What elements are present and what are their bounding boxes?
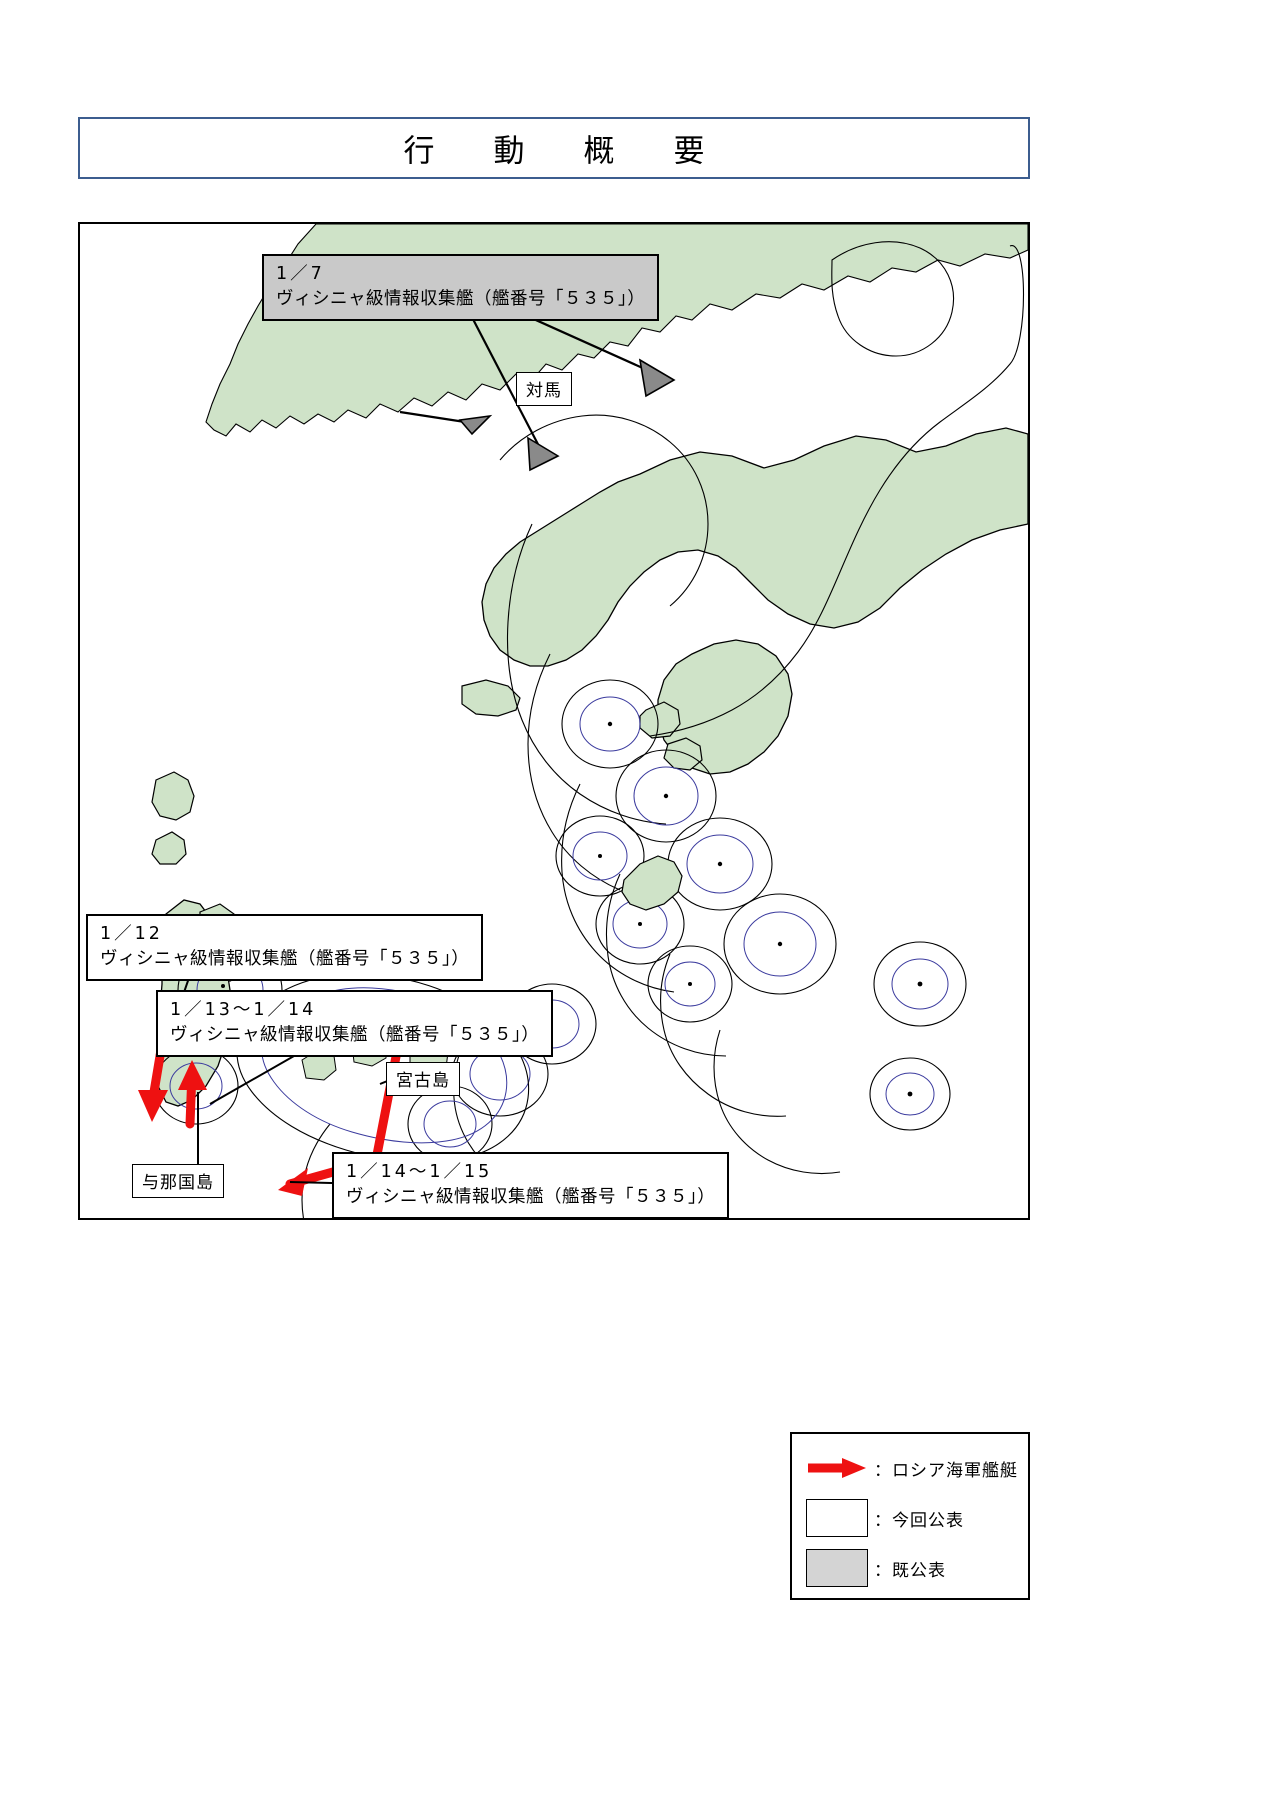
red-arrow-icon [806,1449,868,1487]
legend-label-russian-navy: ：ロシア海軍艦艇 [874,1460,1018,1481]
place-miyakojima: 宮古島 [386,1062,460,1096]
page-title: 行 動 概 要 [403,133,719,170]
map-panel: 1／7 ヴィシニャ級情報収集艦（艦番号「５３５」） 対馬 1／12 ヴィシニャ級… [78,222,1030,1220]
callout-jan13-14-date: 1／13〜1／14 [170,1000,317,1020]
callout-jan7: 1／7 ヴィシニャ級情報収集艦（艦番号「５３５」） [262,254,660,321]
okinawa-island [621,855,683,911]
legend-label-previous: ：既公表 [874,1560,946,1581]
legend-row-russian-navy: ：ロシア海軍艦艇 [806,1446,1020,1490]
place-yonagunijima-label: 与那国島 [142,1173,214,1193]
callout-jan12-desc: ヴィシニャ級情報収集艦（艦番号「５３５」） [100,948,470,969]
callout-arrowheads [458,358,676,472]
callout-jan12: 1／12 ヴィシニャ級情報収集艦（艦番号「５３５」） [86,914,484,981]
grey-box-icon [806,1549,868,1587]
callout-jan12-date: 1／12 [100,924,163,944]
place-miyakojima-label: 宮古島 [396,1071,450,1091]
legend-row-current: ：今回公表 [806,1496,1020,1540]
territorial-outer-contour [301,241,1024,1218]
legend-label-current: ：今回公表 [874,1510,964,1531]
arrowhead-jan13-14 [178,1060,207,1090]
ryukyu-island-dots [598,721,923,1097]
white-box-icon [806,1499,868,1537]
callout-jan7-desc: ヴィシニャ級情報収集艦（艦番号「５３５」） [276,288,646,309]
legend-row-previous: ：既公表 [806,1546,1020,1590]
place-tsushima: 対馬 [516,372,572,406]
callout-jan13-14-desc: ヴィシニャ級情報収集艦（艦番号「５３５」） [170,1024,540,1045]
callout-jan7-date: 1／7 [276,264,325,284]
callout-jan13-14: 1／13〜1／14 ヴィシニャ級情報収集艦（艦番号「５３５」） [156,990,554,1057]
arrowhead-jan12 [138,1090,168,1122]
place-tsushima-label: 対馬 [526,381,562,401]
japan-islands-layer [151,427,1028,1107]
document-title-banner: 行 動 概 要 [78,117,1030,179]
callout-jan14-15-date: 1／14〜1／15 [346,1162,493,1182]
legend-panel: ：ロシア海軍艦艇 ：今回公表 ：既公表 [790,1432,1030,1600]
map-graphic [138,224,1028,1218]
place-yonagunijima: 与那国島 [132,1164,224,1198]
callout-jan14-15-desc: ヴィシニャ級情報収集艦（艦番号「５３５」） [346,1186,716,1207]
callout-jan14-15: 1／14〜1／15 ヴィシニャ級情報収集艦（艦番号「５３５」） [332,1152,730,1218]
